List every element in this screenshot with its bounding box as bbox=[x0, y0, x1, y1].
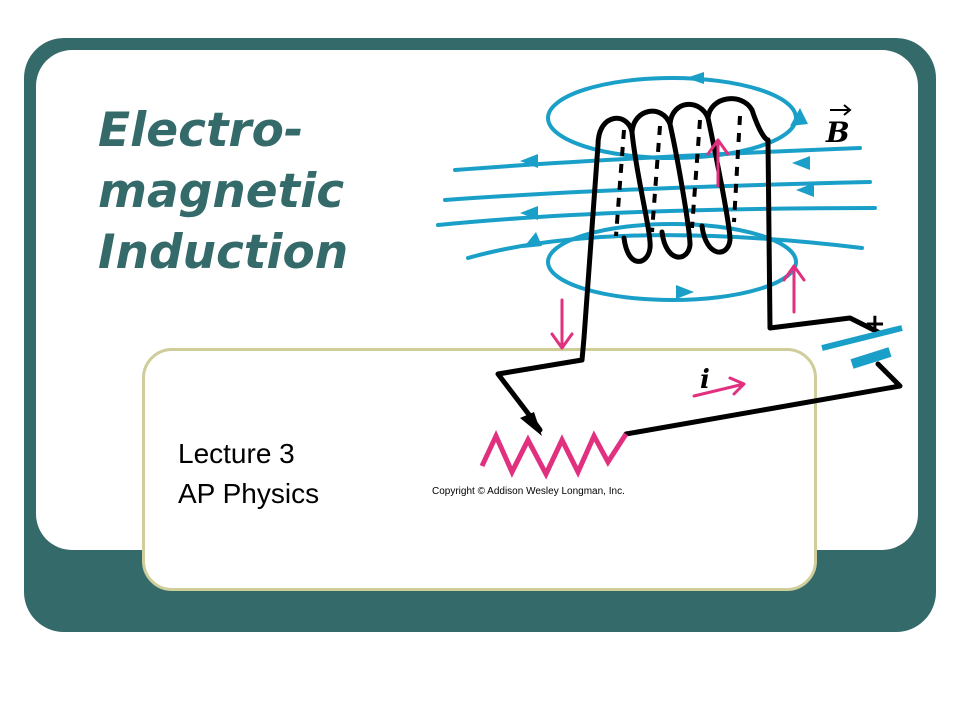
current-arrow-up-icon bbox=[782, 264, 806, 314]
field-line bbox=[466, 233, 864, 260]
subtitle-line: AP Physics bbox=[178, 478, 320, 509]
field-arrowhead bbox=[686, 72, 704, 84]
subtitle-line: Lecture 3 bbox=[178, 438, 295, 469]
subtitle-panel bbox=[142, 348, 817, 591]
coil-back-segment bbox=[650, 125, 662, 233]
coil-turn bbox=[595, 115, 653, 264]
title-line: Electro- bbox=[98, 103, 304, 158]
coil-back-segment bbox=[614, 129, 626, 237]
coil-turn bbox=[667, 101, 733, 255]
coil-turn bbox=[705, 96, 771, 143]
field-arrowhead bbox=[520, 154, 538, 168]
field-arrowhead bbox=[523, 232, 542, 248]
rheostat-arrowhead bbox=[520, 412, 542, 436]
resistor bbox=[479, 429, 629, 480]
wire-battery-bottom bbox=[623, 361, 903, 437]
field-arrows bbox=[520, 72, 814, 299]
battery-plus-sign: + bbox=[864, 309, 886, 339]
current-arrow-down-icon bbox=[550, 298, 574, 350]
field-line bbox=[443, 180, 872, 202]
slide-subtitle: Lecture 3 AP Physics bbox=[178, 434, 319, 514]
battery: + bbox=[821, 309, 903, 369]
field-arrowhead bbox=[676, 285, 694, 299]
solenoid-circuit-diagram: + i B bbox=[436, 72, 903, 480]
battery-plate-long bbox=[821, 325, 903, 351]
field-vector-label: B bbox=[825, 104, 852, 149]
field-line bbox=[436, 206, 877, 227]
vector-arrow-icon bbox=[830, 104, 852, 116]
coil-back-segment bbox=[732, 115, 742, 223]
field-arrowhead bbox=[790, 108, 808, 126]
field-arrowhead bbox=[796, 183, 814, 197]
current-label: i bbox=[700, 365, 710, 395]
field-loop-bottom bbox=[546, 222, 798, 302]
field-arrowhead bbox=[520, 206, 538, 220]
current-arrows bbox=[550, 138, 806, 398]
field-arrowhead bbox=[792, 156, 810, 170]
figure-copyright: Copyright © Addison Wesley Longman, Inc. bbox=[432, 486, 625, 497]
coil-turn bbox=[629, 108, 693, 260]
battery-plate-short bbox=[850, 347, 892, 369]
coil-back-segment bbox=[690, 119, 702, 229]
wire-right bbox=[765, 137, 881, 335]
slide-title: Electro- magnetic Induction bbox=[98, 100, 348, 283]
current-arrow-right-icon bbox=[692, 376, 746, 398]
coil-back-dashes bbox=[614, 115, 742, 237]
field-label: B bbox=[825, 116, 850, 149]
title-line: Induction bbox=[98, 225, 349, 280]
current-arrow-up-icon bbox=[706, 138, 730, 188]
title-line: magnetic bbox=[98, 164, 345, 219]
